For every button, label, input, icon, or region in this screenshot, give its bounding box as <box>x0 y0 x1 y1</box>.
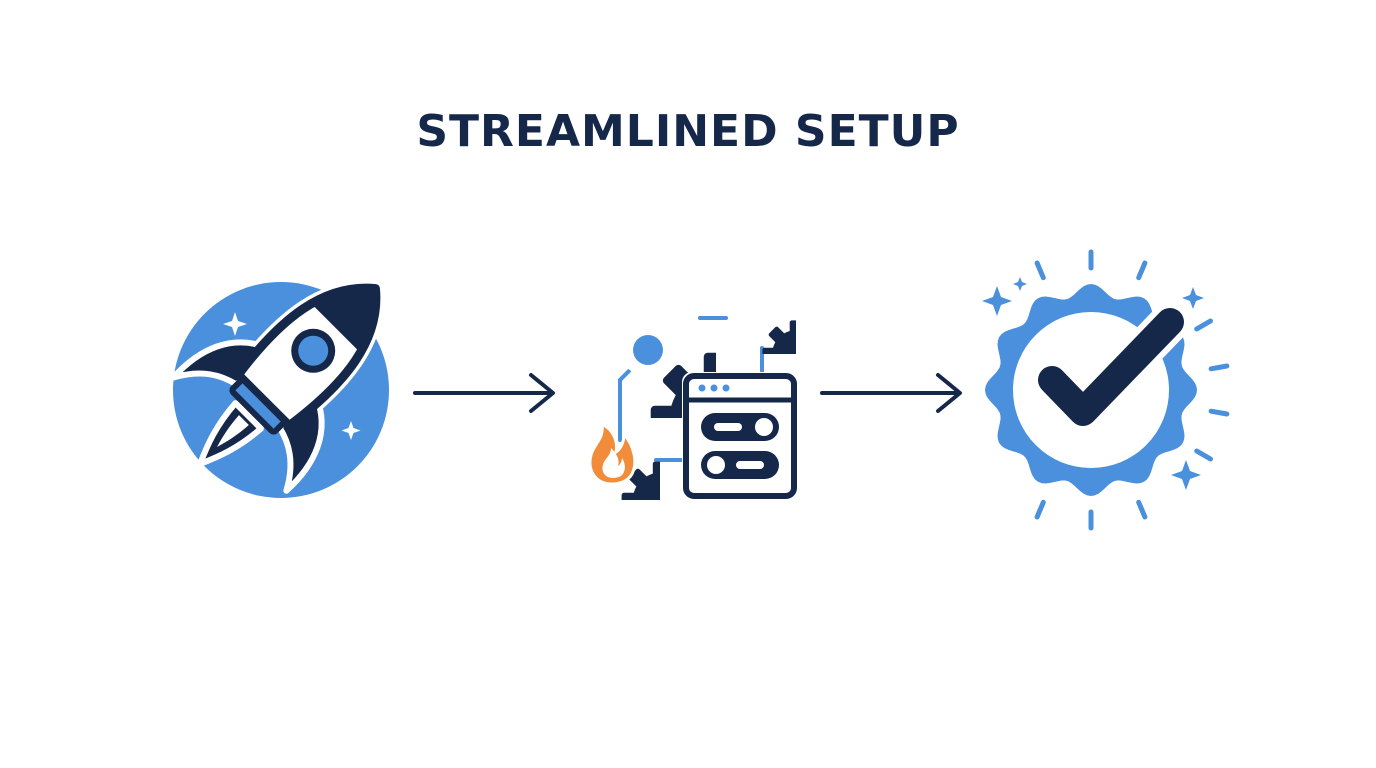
sparkle-icon <box>1182 287 1204 309</box>
ray-line <box>1208 408 1230 417</box>
ray-line <box>1034 499 1046 520</box>
right-arrow-icon <box>413 373 555 413</box>
settings-panel-icon <box>682 372 798 500</box>
sparkle-icon <box>982 286 1012 316</box>
gears-settings-panel-icon <box>588 308 830 500</box>
sparkle-icon <box>223 312 247 336</box>
checkmark-icon <box>1038 308 1184 426</box>
ray-line <box>1034 260 1046 281</box>
sparkle-icon <box>1013 277 1027 291</box>
page-title: STREAMLINED SETUP <box>416 106 960 157</box>
ray-line <box>1136 260 1148 281</box>
ray-line <box>1136 499 1148 520</box>
right-arrow-icon <box>820 373 962 413</box>
verified-checkmark-badge-icon <box>982 249 1230 531</box>
ray-line <box>1208 363 1230 372</box>
small-gear-icon <box>750 308 830 388</box>
radiating-rays <box>1034 249 1230 531</box>
rocket-launch-icon <box>170 280 389 498</box>
ray-line <box>1194 448 1213 462</box>
large-gear-icon <box>620 322 781 483</box>
sparkle-icon <box>341 421 361 440</box>
sparkle-icon <box>1171 460 1201 490</box>
ray-line <box>1194 318 1213 332</box>
rocket-body <box>170 280 384 494</box>
